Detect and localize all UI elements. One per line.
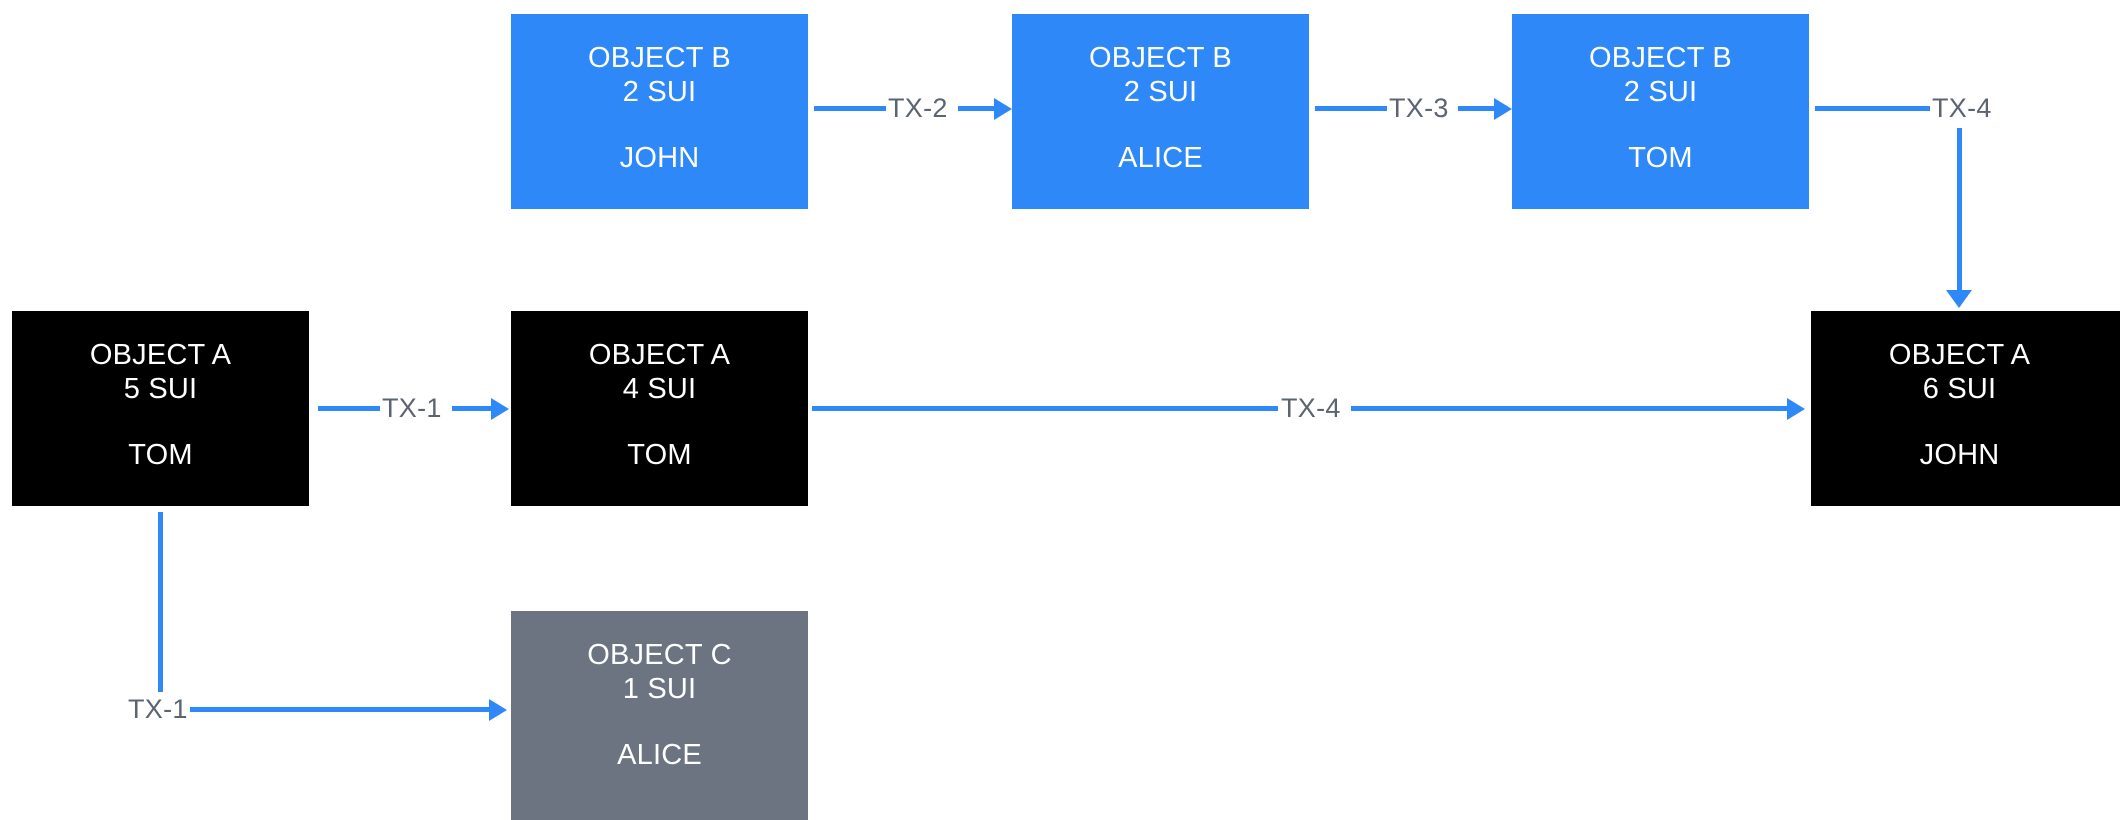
arrow-head-tx-2	[994, 98, 1012, 120]
edge-line-tx-2-right	[958, 106, 996, 111]
node-object-c-alice: OBJECT C 1 SUI ALICE	[511, 611, 808, 820]
edge-label-tx-4-object-b: TX-4	[1932, 93, 1992, 123]
arrow-head-tx-1-object-a	[491, 398, 509, 420]
node-title: OBJECT B	[1589, 42, 1732, 74]
edge-label-tx-2: TX-2	[888, 93, 948, 123]
edge-line-tx-1-right	[452, 406, 493, 411]
node-object-b-tom: OBJECT B 2 SUI TOM	[1512, 14, 1809, 209]
edge-line-tx-4-b-horizontal	[1815, 106, 1930, 111]
node-object-a-4sui-tom: OBJECT A 4 SUI TOM	[511, 311, 808, 506]
edge-line-tx-4-a-right	[1351, 406, 1789, 411]
node-object-b-alice: OBJECT B 2 SUI ALICE	[1012, 14, 1309, 209]
edge-label-tx-3: TX-3	[1389, 93, 1449, 123]
node-title: OBJECT B	[1089, 42, 1232, 74]
node-amount: 2 SUI	[1623, 76, 1698, 108]
node-title: OBJECT A	[1888, 339, 2031, 371]
node-object-b-john: OBJECT B 2 SUI JOHN	[511, 14, 808, 209]
node-owner: JOHN	[1919, 439, 2000, 471]
node-title: OBJECT A	[588, 339, 731, 371]
edge-line-tx-3-right	[1458, 106, 1496, 111]
edge-line-tx-3-left	[1315, 106, 1387, 111]
edge-label-tx-1-object-c: TX-1	[128, 694, 188, 724]
node-owner: TOM	[1628, 142, 1693, 174]
edge-line-tx-2-left	[814, 106, 886, 111]
node-owner: ALICE	[617, 739, 702, 771]
node-amount: 2 SUI	[622, 76, 697, 108]
node-amount: 1 SUI	[622, 673, 697, 705]
arrow-head-tx-1-object-c	[489, 699, 507, 721]
node-owner: TOM	[128, 439, 193, 471]
node-owner: TOM	[627, 439, 692, 471]
edge-label-tx-1-split: TX-1	[382, 393, 442, 423]
node-title: OBJECT A	[89, 339, 232, 371]
arrow-head-tx-4-object-a	[1787, 398, 1805, 420]
node-amount: 6 SUI	[1922, 373, 1997, 405]
edge-label-tx-4-object-a: TX-4	[1281, 393, 1341, 423]
node-object-a-5sui-tom: OBJECT A 5 SUI TOM	[12, 311, 309, 506]
edge-line-tx-4-a-left	[812, 406, 1278, 411]
node-amount: 4 SUI	[622, 373, 697, 405]
node-object-a-6sui-john: OBJECT A 6 SUI JOHN	[1811, 311, 2120, 506]
edge-line-tx-4-b-vertical	[1957, 128, 1962, 292]
node-owner: ALICE	[1118, 142, 1203, 174]
edge-line-tx-1-c-horizontal	[190, 707, 491, 712]
node-title: OBJECT C	[587, 639, 732, 671]
arrow-head-tx-4-object-b	[1946, 290, 1972, 308]
edge-line-tx-1-left	[318, 406, 380, 411]
node-title: OBJECT B	[588, 42, 731, 74]
arrow-head-tx-3	[1494, 98, 1512, 120]
node-owner: JOHN	[619, 142, 700, 174]
node-amount: 5 SUI	[123, 373, 198, 405]
edge-line-tx-1-c-vertical	[158, 512, 163, 692]
node-amount: 2 SUI	[1123, 76, 1198, 108]
